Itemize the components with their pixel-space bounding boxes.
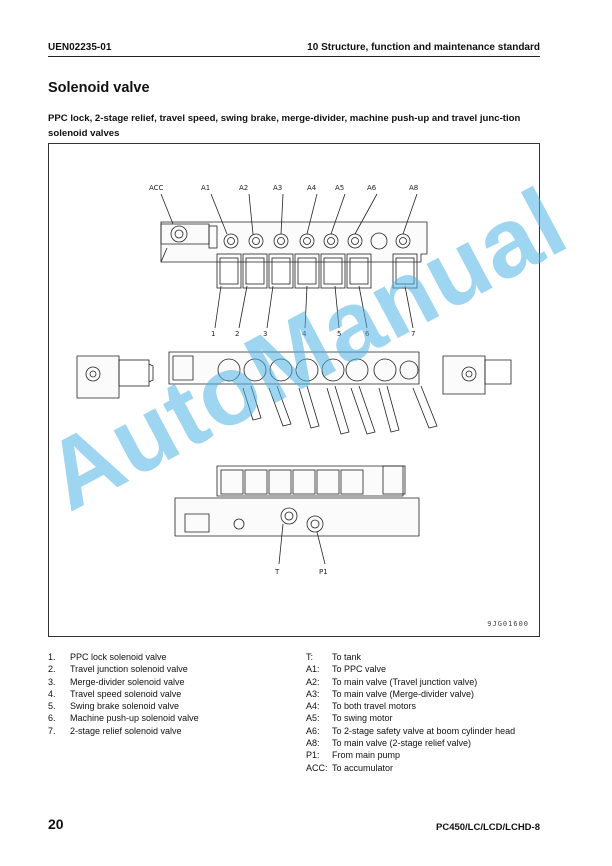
callout-5: 5	[337, 330, 341, 338]
label-a1: A1	[201, 184, 210, 192]
list-item: ACC:To accumulator	[306, 762, 394, 773]
list-item: 4.Travel speed solenoid valve	[48, 688, 182, 699]
list-item: A5:To swing motor	[306, 713, 393, 724]
solenoid-valve-figure: ACC A1 A2 A3 A4 A5 A6 A8 1 2 3 4 5 6 7 T…	[48, 143, 540, 637]
list-item: A4:To both travel motors	[306, 701, 417, 712]
callout-6: 6	[365, 330, 370, 338]
doc-code: UEN02235-01	[48, 42, 112, 53]
header-rule	[48, 56, 540, 57]
callout-4: 4	[302, 330, 307, 338]
list-item: A1:To PPC valve	[306, 664, 387, 675]
callout-3: 3	[263, 330, 267, 338]
list-item: 6.Machine push-up solenoid valve	[48, 713, 199, 724]
list-item: P1:From main pump	[306, 750, 401, 761]
figure-labels: ACC A1 A2 A3 A4 A5 A6 A8 1 2 3 4 5 6 7 T…	[149, 184, 418, 576]
list-item: 2.Travel junction solenoid valve	[48, 664, 188, 675]
section-title: 10 Structure, function and maintenance s…	[307, 42, 540, 53]
figure-subtitle: PPC lock, 2-stage relief, travel speed, …	[48, 113, 521, 139]
label-a8: A8	[409, 184, 418, 192]
callout-1: 1	[211, 330, 215, 338]
label-acc: ACC	[149, 184, 164, 192]
list-item: 1.PPC lock solenoid valve	[48, 652, 167, 662]
label-t: T	[274, 568, 280, 576]
list-item: T:To tank	[306, 652, 362, 662]
page-title: Solenoid valve	[48, 80, 150, 96]
label-a5: A5	[335, 184, 344, 192]
callout-7: 7	[411, 330, 415, 338]
label-a3: A3	[273, 184, 282, 192]
valve-drawing	[76, 193, 512, 565]
list-item: A8:To main valve (2-stage relief valve)	[306, 738, 472, 749]
label-a2: A2	[239, 184, 248, 192]
figure-code: 9JG01600	[487, 620, 529, 628]
ports-list: T:To tank A1:To PPC valve A2:To main val…	[306, 651, 515, 774]
callout-2: 2	[235, 330, 239, 338]
list-item: 5.Swing brake solenoid valve	[48, 701, 180, 712]
list-item: A6:To 2-stage safety valve at boom cylin…	[306, 725, 516, 736]
page-number: 20	[48, 816, 64, 832]
list-item: 7.2-stage relief solenoid valve	[48, 725, 182, 736]
list-item: A3:To main valve (Merge-divider valve)	[306, 688, 475, 699]
model-code: PC450/LC/LCD/LCHD-8	[436, 822, 540, 833]
label-a4: A4	[307, 184, 317, 192]
parts-list: 1.PPC lock solenoid valve 2.Travel junct…	[48, 651, 199, 737]
list-item: A2:To main valve (Travel junction valve)	[306, 676, 478, 687]
label-a6: A6	[367, 184, 377, 192]
list-item: 3.Merge-divider solenoid valve	[48, 676, 185, 687]
label-p1: P1	[319, 568, 328, 576]
